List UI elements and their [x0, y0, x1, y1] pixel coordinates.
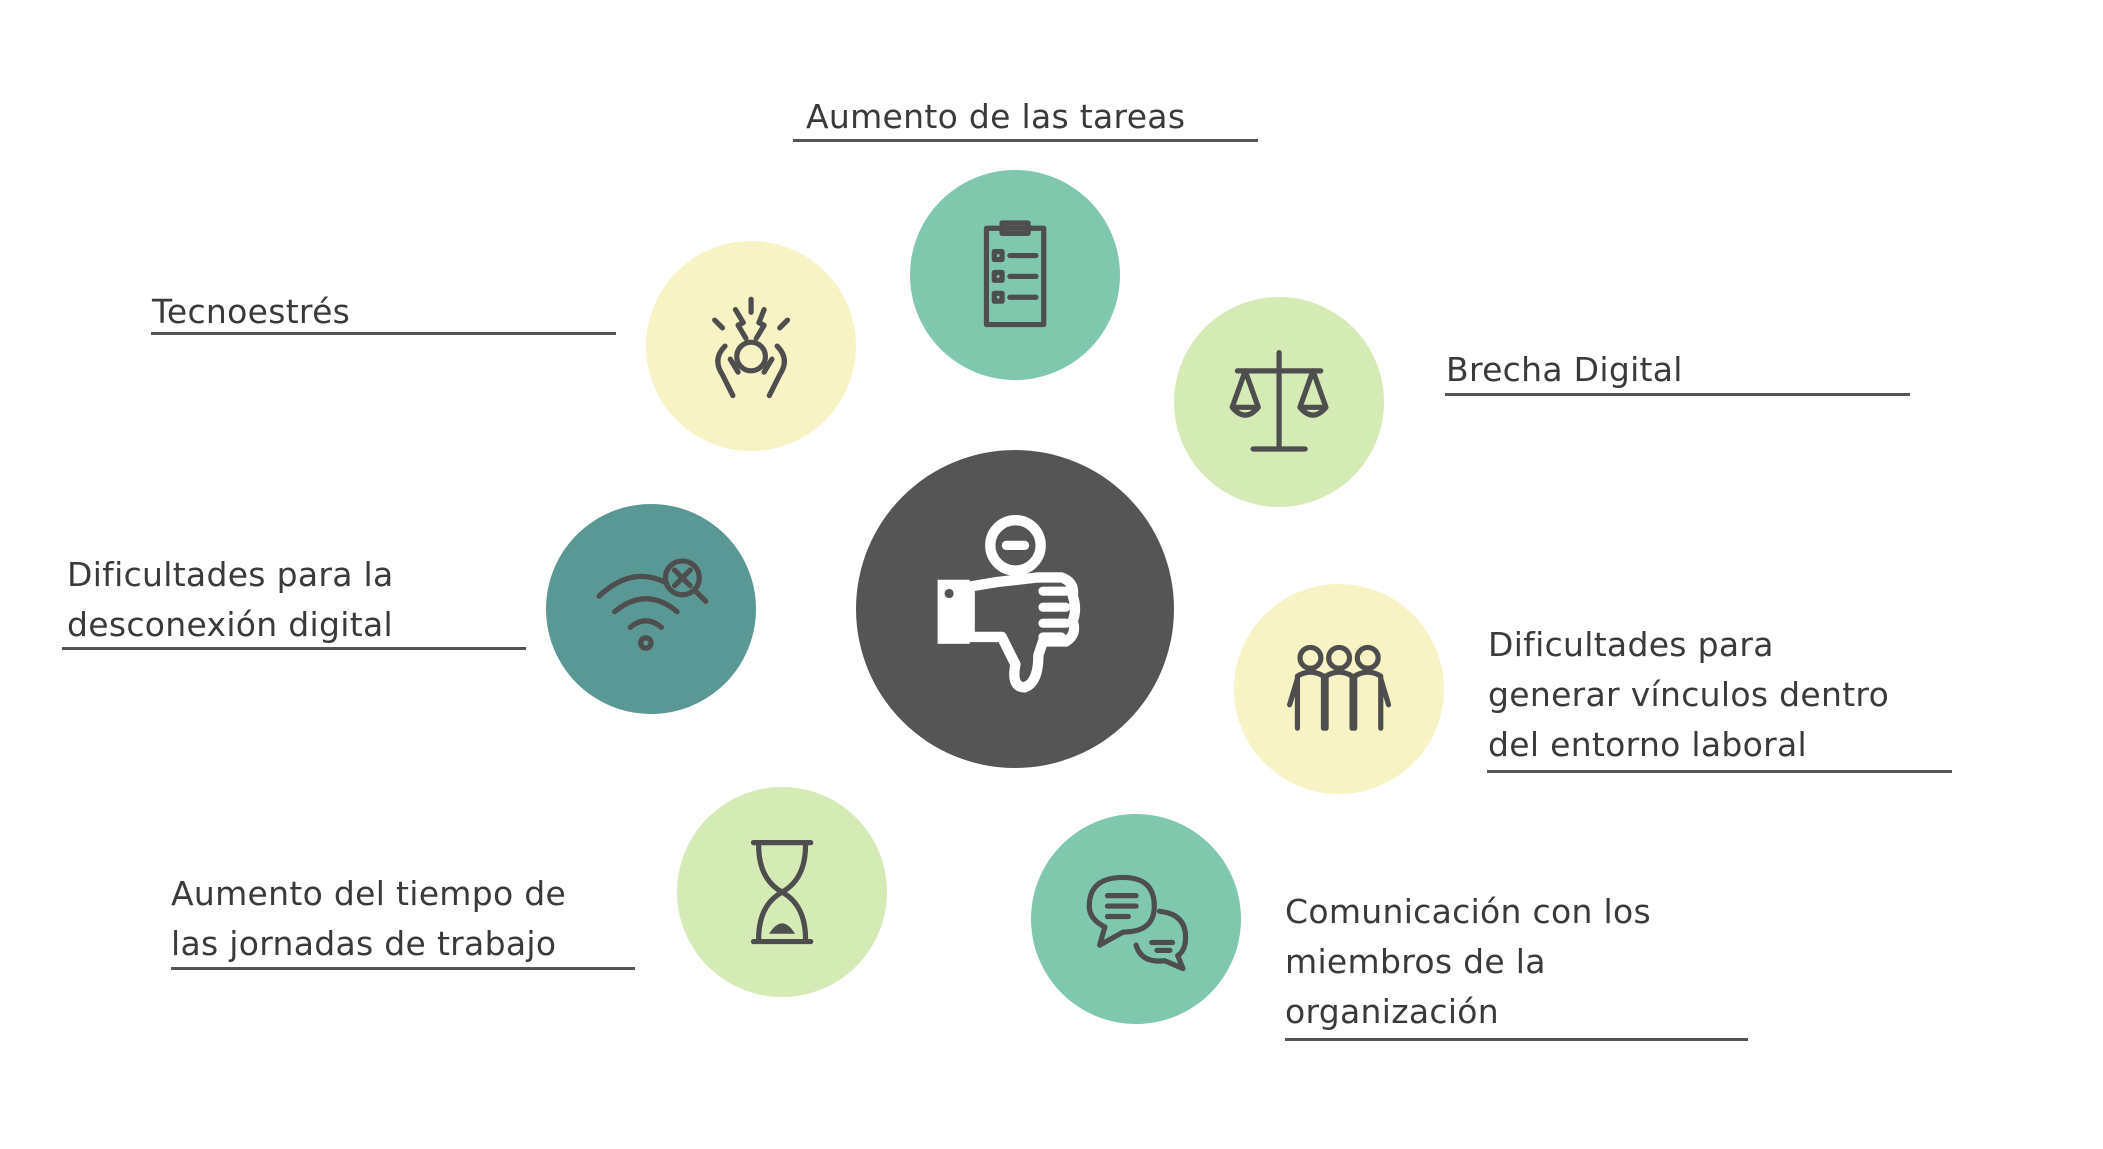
people-group-icon — [1286, 644, 1392, 731]
center-circle — [856, 450, 1174, 768]
circle-vinculos — [1234, 584, 1444, 794]
label-vinculos: Dificultades para generar vínculos dentr… — [1488, 620, 1889, 770]
label-comunicacion: Comunicación con los miembros de la orga… — [1285, 887, 1651, 1037]
stress-head-icon — [711, 296, 791, 399]
underline-brecha — [1445, 393, 1910, 396]
label-line: Aumento de las tareas — [806, 97, 1186, 136]
underline-tecnoestres — [151, 332, 616, 335]
underline-desconexion — [62, 647, 526, 650]
label-line: organización — [1285, 992, 1499, 1031]
label-tiempo: Aumento del tiempo de las jornadas de tr… — [171, 869, 566, 969]
label-line: Comunicación con los — [1285, 892, 1651, 931]
wifi-off-icon — [596, 558, 709, 651]
clipboard-checklist-icon — [983, 220, 1047, 328]
circle-brecha — [1174, 297, 1384, 507]
label-line: miembros de la — [1285, 942, 1546, 981]
circle-desconexion — [546, 504, 756, 714]
circle-tareas — [910, 170, 1120, 380]
label-tecnoestres: Tecnoestrés — [152, 287, 350, 337]
thumbs-down-icon — [937, 514, 1080, 692]
label-tareas: Aumento de las tareas — [806, 92, 1185, 142]
label-line: desconexión digital — [67, 605, 393, 644]
circle-tecnoestres — [646, 241, 856, 451]
label-brecha: Brecha Digital — [1446, 345, 1683, 395]
circle-comunicacion — [1031, 814, 1241, 1024]
label-line: las jornadas de trabajo — [171, 924, 557, 963]
label-line: Dificultades para — [1488, 625, 1774, 664]
underline-comunicacion — [1285, 1038, 1748, 1041]
label-desconexion: Dificultades para la desconexión digital — [67, 550, 394, 650]
label-line: Aumento del tiempo de — [171, 874, 567, 913]
underline-tiempo — [171, 967, 635, 970]
scales-icon — [1229, 349, 1329, 452]
label-line: Tecnoestrés — [152, 292, 351, 331]
chat-bubbles-icon — [1086, 874, 1189, 972]
hourglass-icon — [750, 839, 814, 945]
label-line: generar vínculos dentro — [1488, 675, 1890, 714]
circle-tiempo — [677, 787, 887, 997]
label-line: Brecha Digital — [1446, 350, 1683, 389]
underline-tareas — [793, 139, 1258, 142]
underline-vinculos — [1487, 770, 1952, 773]
label-line: del entorno laboral — [1488, 725, 1808, 764]
label-line: Dificultades para la — [67, 555, 394, 594]
